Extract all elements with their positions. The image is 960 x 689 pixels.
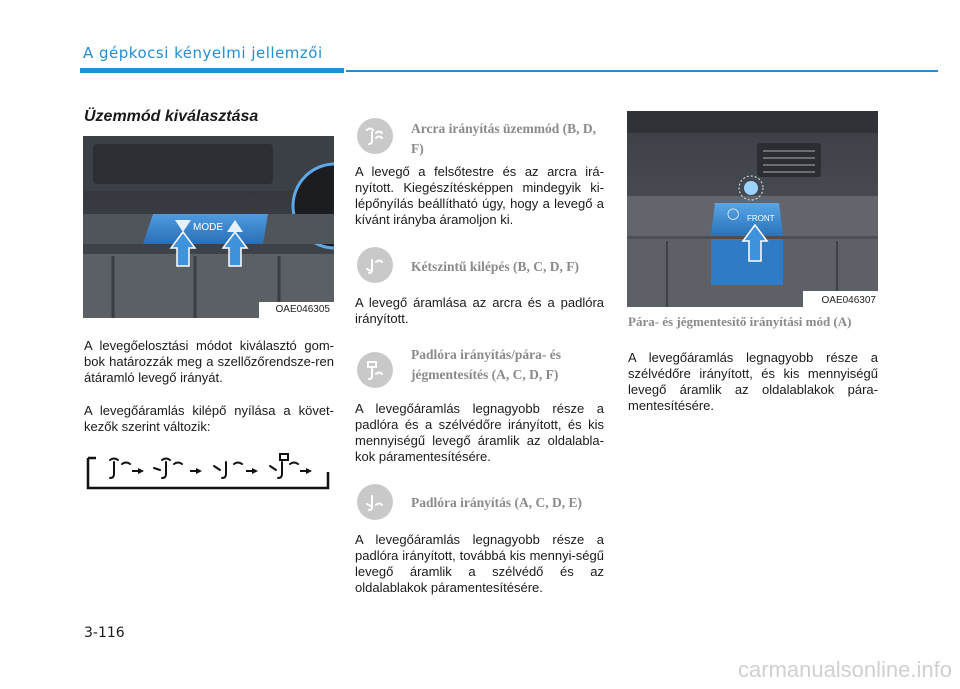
face-mode-title: Arcra irányítás üzemmód (B, D, F) [411, 121, 596, 156]
front-defrost-mode-text: A levegőáramlás legnagyobb része a szélv… [628, 350, 878, 413]
floor-defrost-mode-text: A levegőáramlás legnagyobb része a padló… [355, 401, 604, 464]
bilevel-mode-title: Kétszintű kilépés (B, C, D, F) [411, 259, 579, 274]
image-code-box [803, 291, 878, 307]
image-code: OAE046305 [275, 304, 331, 315]
section-heading: Üzemmód kiválasztása [84, 108, 259, 125]
front-button-label: FRONT [747, 214, 775, 223]
mode-button-photo: MODE OAE046305 [83, 136, 334, 318]
mode-cycle-diagram [84, 452, 334, 492]
face-mode-text: A levegő a felsőtestre és az arcra irá-n… [355, 164, 604, 227]
front-defrost-photo: ◯ FRONT OAE046307 [627, 111, 878, 307]
mode-button-label: MODE [193, 222, 223, 233]
floor-airflow-icon [357, 484, 393, 520]
bilevel-airflow-icon [357, 247, 393, 283]
watermark: carmanualsonline.info [737, 657, 952, 682]
page-number: 3-116 [84, 625, 125, 641]
floor-mode-text: A levegőáramlás legnagyobb része a padló… [355, 532, 604, 595]
floor-defrost-mode-title: Padlóra irányítás/pára- és jégmentesítés… [411, 347, 561, 382]
header-rule-thick [80, 68, 344, 73]
outlet-paragraph: A levegőáramlás kilépő nyílása a követ-k… [84, 403, 334, 434]
bilevel-mode-text: A levegő áramlása az arcra és a padlóra … [355, 295, 604, 326]
image-code: OAE046307 [821, 295, 877, 306]
front-defrost-mode-title: Pára- és jégmentesítő irányítási mód (A) [628, 314, 852, 329]
face-airflow-icon [357, 118, 393, 154]
floor-defrost-airflow-icon [357, 352, 393, 388]
intro-paragraph: A levegőelosztási módot kiválasztó gom-b… [84, 338, 334, 385]
defrost-icon: ◯ [727, 208, 740, 220]
section-title: A gépkocsi kényelmi jellemzői [83, 44, 323, 62]
image-code-box [259, 302, 334, 318]
header-rule-thin [346, 70, 938, 72]
floor-mode-title: Padlóra irányítás (A, C, D, E) [411, 495, 582, 510]
